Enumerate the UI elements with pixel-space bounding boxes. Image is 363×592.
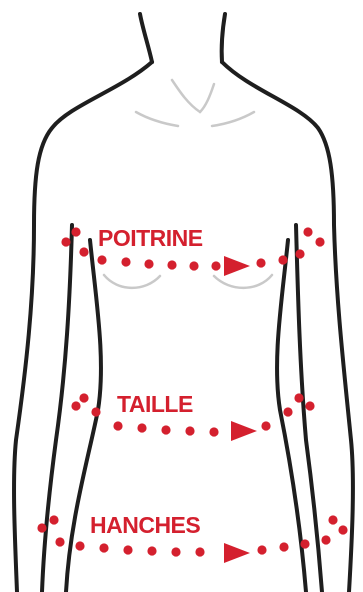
waist-line-dot-2 xyxy=(161,425,170,434)
hips-label: HANCHES xyxy=(90,512,200,538)
chest-line-dot-4 xyxy=(189,261,198,270)
right-neck-shadow-line xyxy=(200,84,214,112)
chest-line-dot-after-1 xyxy=(278,255,287,264)
chest-line-dot-0 xyxy=(97,255,106,264)
chest-line-dot-5 xyxy=(211,261,220,270)
hips-line-dot-3 xyxy=(147,546,156,555)
right-breast-curve xyxy=(214,275,272,288)
chest-label: POITRINE xyxy=(98,225,203,251)
hips-line-dot-after-3 xyxy=(321,535,330,544)
body-shading-lines xyxy=(104,80,272,288)
waist-side-dot-left-0 xyxy=(71,401,80,410)
left-inner-arm-outline xyxy=(42,225,72,592)
chest-side-dot-left-2 xyxy=(79,247,88,256)
waist-label: TAILLE xyxy=(117,391,193,417)
chest-line-dot-1 xyxy=(121,257,130,266)
waist-line-dot-1 xyxy=(137,423,146,432)
chest-side-dot-right-0 xyxy=(295,249,304,258)
right-shoulder-arm-outline xyxy=(222,62,353,592)
hips-side-dot-left-0 xyxy=(37,523,46,532)
hips-line-dot-after-0 xyxy=(257,545,266,554)
hips-side-dot-left-1 xyxy=(49,515,58,524)
waist-side-dot-right-1 xyxy=(294,393,303,402)
chest-arrow-right-icon xyxy=(224,256,250,276)
hips-side-dot-right-0 xyxy=(328,515,337,524)
neck-right-outline xyxy=(222,14,225,62)
waist-side-dot-left-2 xyxy=(91,407,100,416)
waist-side-dot-right-0 xyxy=(283,407,292,416)
chest-line-dot-3 xyxy=(167,260,176,269)
right-collarbone-line xyxy=(212,112,254,126)
left-neck-shadow-line xyxy=(172,80,200,112)
hips-line-dot-1 xyxy=(99,543,108,552)
waist-side-dot-right-2 xyxy=(305,401,314,410)
waist-side-dot-left-1 xyxy=(79,393,88,402)
left-breast-curve xyxy=(104,275,160,288)
right-torso-outline xyxy=(277,240,306,592)
chest-side-dot-left-1 xyxy=(71,227,80,236)
waist-arrow-right-icon xyxy=(231,421,257,441)
hips-line-dot-2 xyxy=(123,545,132,554)
neck-left-outline xyxy=(140,14,152,62)
chest-side-dot-left-0 xyxy=(61,237,70,246)
chest-line-dot-2 xyxy=(144,259,153,268)
chest-side-dot-right-1 xyxy=(303,227,312,236)
body-silhouette xyxy=(14,14,353,592)
hips-line-dot-5 xyxy=(195,547,204,556)
waist-line-dot-0 xyxy=(113,421,122,430)
hips-side-dot-left-2 xyxy=(55,537,64,546)
chest-line-dot-after-0 xyxy=(256,258,265,267)
hips-line-dot-after-2 xyxy=(300,539,309,548)
waist-line-dot-4 xyxy=(209,427,218,436)
hips-side-dot-right-1 xyxy=(338,525,347,534)
hips-line-dot-4 xyxy=(171,547,180,556)
hips-line-dot-0 xyxy=(75,541,84,550)
chest-side-dot-right-2 xyxy=(315,237,324,246)
waist-line-dot-3 xyxy=(185,426,194,435)
hips-line-dot-after-1 xyxy=(279,542,288,551)
hips-arrow-right-icon xyxy=(224,543,250,563)
left-collarbone-line xyxy=(136,112,178,126)
waist-line-dot-after-0 xyxy=(261,421,270,430)
